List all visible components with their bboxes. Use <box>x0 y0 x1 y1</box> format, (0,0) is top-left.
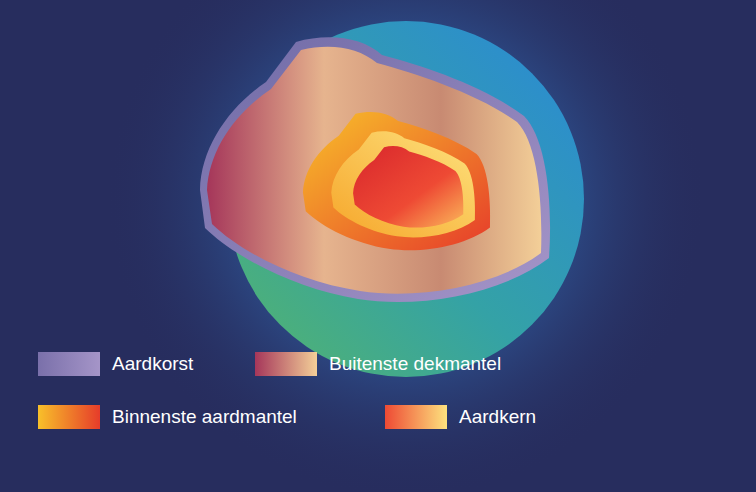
earth-core <box>353 146 463 228</box>
legend-swatch <box>385 405 447 429</box>
inner-mantle <box>303 112 490 250</box>
legend-label: Aardkorst <box>112 352 193 376</box>
legend-swatch <box>38 352 100 376</box>
legend-label: Buitenste dekmantel <box>329 352 501 376</box>
legend-label: Binnenste aardmantel <box>112 405 297 429</box>
legend-item: Aardkorst <box>38 352 193 376</box>
legend-swatch <box>38 405 100 429</box>
core-rim <box>331 131 475 237</box>
outer-mantle <box>207 47 541 294</box>
legend-label: Aardkern <box>459 405 536 429</box>
legend-item: Buitenste dekmantel <box>255 352 501 376</box>
legend-item: Aardkern <box>385 405 536 429</box>
crust-cut <box>200 37 550 302</box>
glow <box>106 0 706 492</box>
legend-item: Binnenste aardmantel <box>38 405 297 429</box>
legend-swatch <box>255 352 317 376</box>
